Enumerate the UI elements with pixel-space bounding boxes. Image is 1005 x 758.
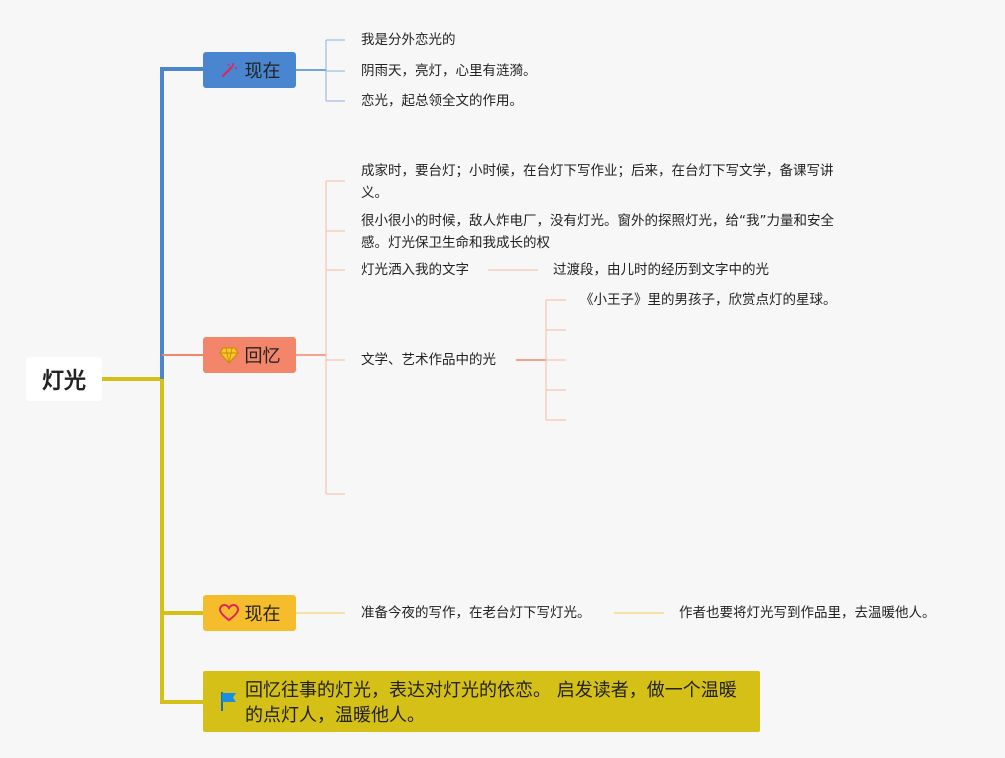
summary-node[interactable]: 回忆往事的灯光，表达对灯光的依恋。 启发读者，做一个温暖的点灯人，温暖他人。 <box>203 671 760 732</box>
leaf-item[interactable]: 准备今夜的写作，在老台灯下写灯光。 <box>361 605 591 621</box>
branch-memory[interactable]: 回忆 <box>203 337 296 373</box>
leaf-sub-item[interactable]: 《小王子》里的男孩子，欣赏点灯的星球。 <box>580 292 837 308</box>
branch-label: 现在 <box>244 61 281 82</box>
leaf-item[interactable]: 恋光，起总领全文的作用。 <box>361 93 523 109</box>
branch-present-1[interactable]: 现在 <box>203 52 296 88</box>
diamond-icon <box>218 345 239 365</box>
leaf-sub-item[interactable]: 过渡段，由儿时的经历到文字中的光 <box>553 262 769 278</box>
flag-icon <box>219 690 239 716</box>
branch-label: 回忆 <box>244 346 281 367</box>
branch-present-2[interactable]: 现在 <box>203 595 296 631</box>
leaf-item[interactable]: 灯光洒入我的文字 <box>361 262 469 278</box>
leaf-item[interactable]: 成家时，要台灯；小时候，在台灯下写作业；后来，在台灯下写文学，备课写讲义。 <box>361 163 834 201</box>
heart-icon <box>218 603 239 623</box>
leaf-item[interactable]: 很小很小的时候，敌人炸电厂，没有灯光。窗外的探照灯光，给“我”力量和安全感。灯光… <box>361 213 834 251</box>
leaf-item[interactable]: 阴雨天，亮灯，心里有涟漪。 <box>361 63 537 79</box>
magic-wand-icon <box>219 60 239 80</box>
summary-text: 回忆往事的灯光，表达对灯光的依恋。 启发读者，做一个温暖的点灯人，温暖他人。 <box>245 680 737 726</box>
leaf-item[interactable]: 文学、艺术作品中的光 <box>361 352 496 368</box>
leaf-item[interactable]: 我是分外恋光的 <box>361 32 456 48</box>
branch-label: 现在 <box>244 604 281 625</box>
leaf-sub-item[interactable]: 作者也要将灯光写到作品里，去温暖他人。 <box>679 605 936 621</box>
root-label: 灯光 <box>41 369 86 394</box>
root-node[interactable]: 灯光 <box>26 357 102 401</box>
